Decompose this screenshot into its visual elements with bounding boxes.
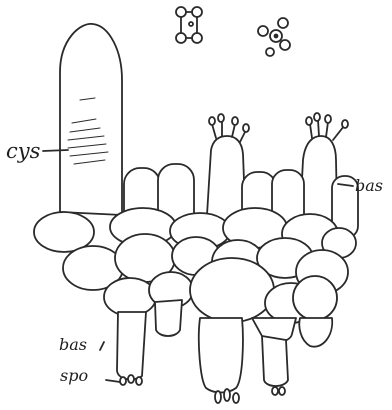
subhymenium-cells <box>34 208 356 323</box>
label-basidium-below: bas <box>59 335 87 354</box>
spore-tetrad-left <box>176 7 202 43</box>
spore-tetrad-right <box>258 18 290 56</box>
label-spores-below: spo <box>60 366 88 385</box>
label-cystidium: cys <box>6 139 40 163</box>
sterigmata-right <box>306 113 348 140</box>
label-basidium: bas <box>355 176 383 195</box>
